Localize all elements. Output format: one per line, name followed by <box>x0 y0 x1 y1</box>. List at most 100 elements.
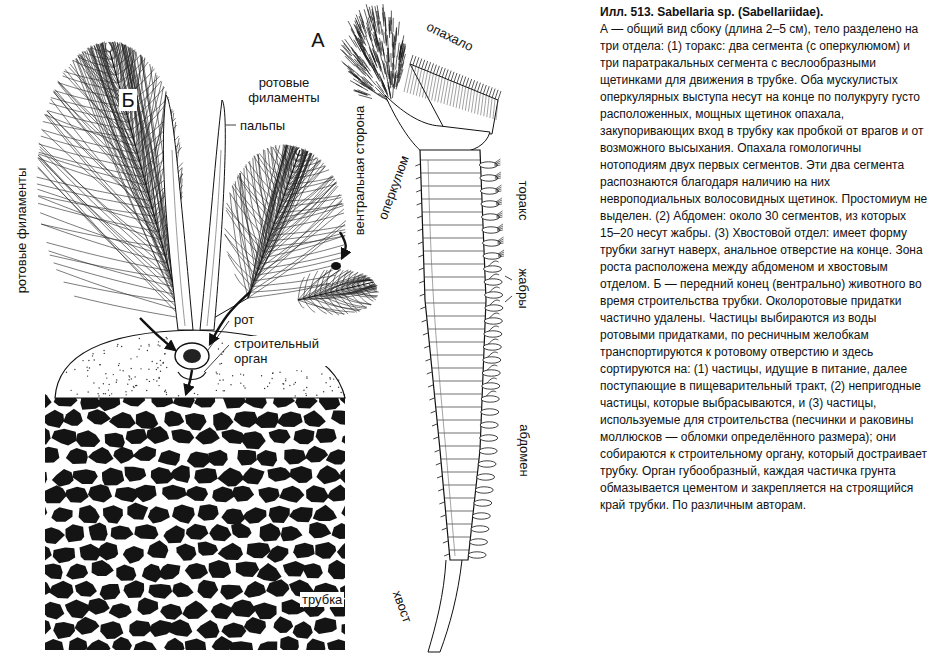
filament <box>368 28 372 41</box>
filament <box>45 115 163 248</box>
filament <box>91 47 110 52</box>
stipple-dot <box>285 378 286 379</box>
bristle <box>419 59 422 68</box>
filament <box>360 14 365 27</box>
stipple-dot <box>243 385 244 386</box>
stipple-dot <box>222 390 223 391</box>
filament <box>78 55 125 107</box>
filament <box>394 37 396 51</box>
stipple-dot <box>139 338 140 339</box>
sand-grain <box>45 485 67 503</box>
tube-stones <box>45 394 345 650</box>
sand-grain <box>186 486 208 501</box>
filament <box>51 98 127 115</box>
segment-line <box>428 329 485 330</box>
sand-grain <box>328 560 345 579</box>
stipple-dot <box>148 345 149 346</box>
filament <box>336 272 354 291</box>
filament <box>109 42 112 52</box>
filament <box>114 50 133 67</box>
segment-line <box>423 238 484 239</box>
filament <box>87 48 116 75</box>
sand-grain <box>75 617 100 635</box>
filament <box>375 32 378 46</box>
sand-grain <box>185 639 206 650</box>
filament <box>376 36 379 50</box>
stipple-dot <box>89 367 90 368</box>
sand-grain <box>89 522 108 540</box>
ventral-lobe <box>418 229 423 231</box>
bristle <box>425 72 430 98</box>
sand-grain <box>124 467 146 482</box>
palp <box>163 95 193 330</box>
parapodium <box>482 383 500 389</box>
stipple-dot <box>222 343 223 344</box>
filament <box>342 50 351 60</box>
filament <box>41 224 163 247</box>
sand-grain <box>341 504 345 521</box>
chaeta <box>498 256 504 257</box>
filament <box>40 147 165 256</box>
stipple-dot <box>178 395 179 396</box>
filament <box>325 294 367 308</box>
stipple-dot <box>221 363 222 364</box>
stipple-dot <box>166 338 167 339</box>
stipple-dot <box>66 372 67 373</box>
stipple-dot <box>197 394 198 395</box>
filament <box>347 271 353 288</box>
bristle <box>453 83 457 107</box>
segment-line <box>436 407 482 408</box>
filament <box>353 79 365 87</box>
chaeta <box>497 230 503 231</box>
filament <box>37 184 152 209</box>
filament <box>387 48 388 62</box>
stipple-dot <box>70 390 71 391</box>
sand-grain <box>284 449 306 464</box>
filament <box>348 21 355 33</box>
stipple-dot <box>105 393 106 394</box>
stipple-dot <box>113 374 114 375</box>
sand-grain <box>123 546 144 564</box>
stipple-dot <box>131 390 132 391</box>
sand-grain <box>340 466 345 485</box>
bristle <box>422 60 425 69</box>
sand-grain <box>211 603 233 619</box>
sand-grain <box>337 541 345 559</box>
stipple-dot <box>216 371 217 372</box>
segment-line <box>446 511 474 512</box>
filament <box>240 173 252 286</box>
ventral-lobe <box>416 177 421 179</box>
ventral-lobe <box>437 476 442 478</box>
filament <box>348 66 359 75</box>
stipple-dot <box>125 391 126 392</box>
sand-grain <box>212 486 235 502</box>
segment-line <box>425 290 486 291</box>
bristle <box>477 83 480 92</box>
filament <box>38 196 161 239</box>
stipple-dot <box>156 363 157 364</box>
chaeta <box>494 161 500 164</box>
segment-line <box>433 381 483 382</box>
bristle <box>428 62 431 71</box>
parapodium <box>468 552 486 558</box>
bristle <box>489 87 492 96</box>
segment-line <box>437 420 481 421</box>
stipple-dot <box>163 362 164 363</box>
stipple-dot <box>164 353 165 354</box>
sand-grain <box>129 620 152 636</box>
filament <box>274 206 344 224</box>
sand-grain <box>65 487 89 503</box>
sand-grain <box>257 563 282 582</box>
bristle <box>483 85 486 94</box>
stipple-dot <box>230 384 231 385</box>
sand-grain <box>87 598 110 615</box>
bristle <box>481 94 484 115</box>
sand-grain <box>309 522 331 538</box>
segment-line <box>449 550 469 551</box>
sand-grain <box>169 465 190 483</box>
chaeta <box>495 174 501 177</box>
sand-grain <box>132 446 156 461</box>
filament <box>110 42 118 83</box>
stipple-dot <box>316 395 317 396</box>
chaeta <box>494 165 500 166</box>
